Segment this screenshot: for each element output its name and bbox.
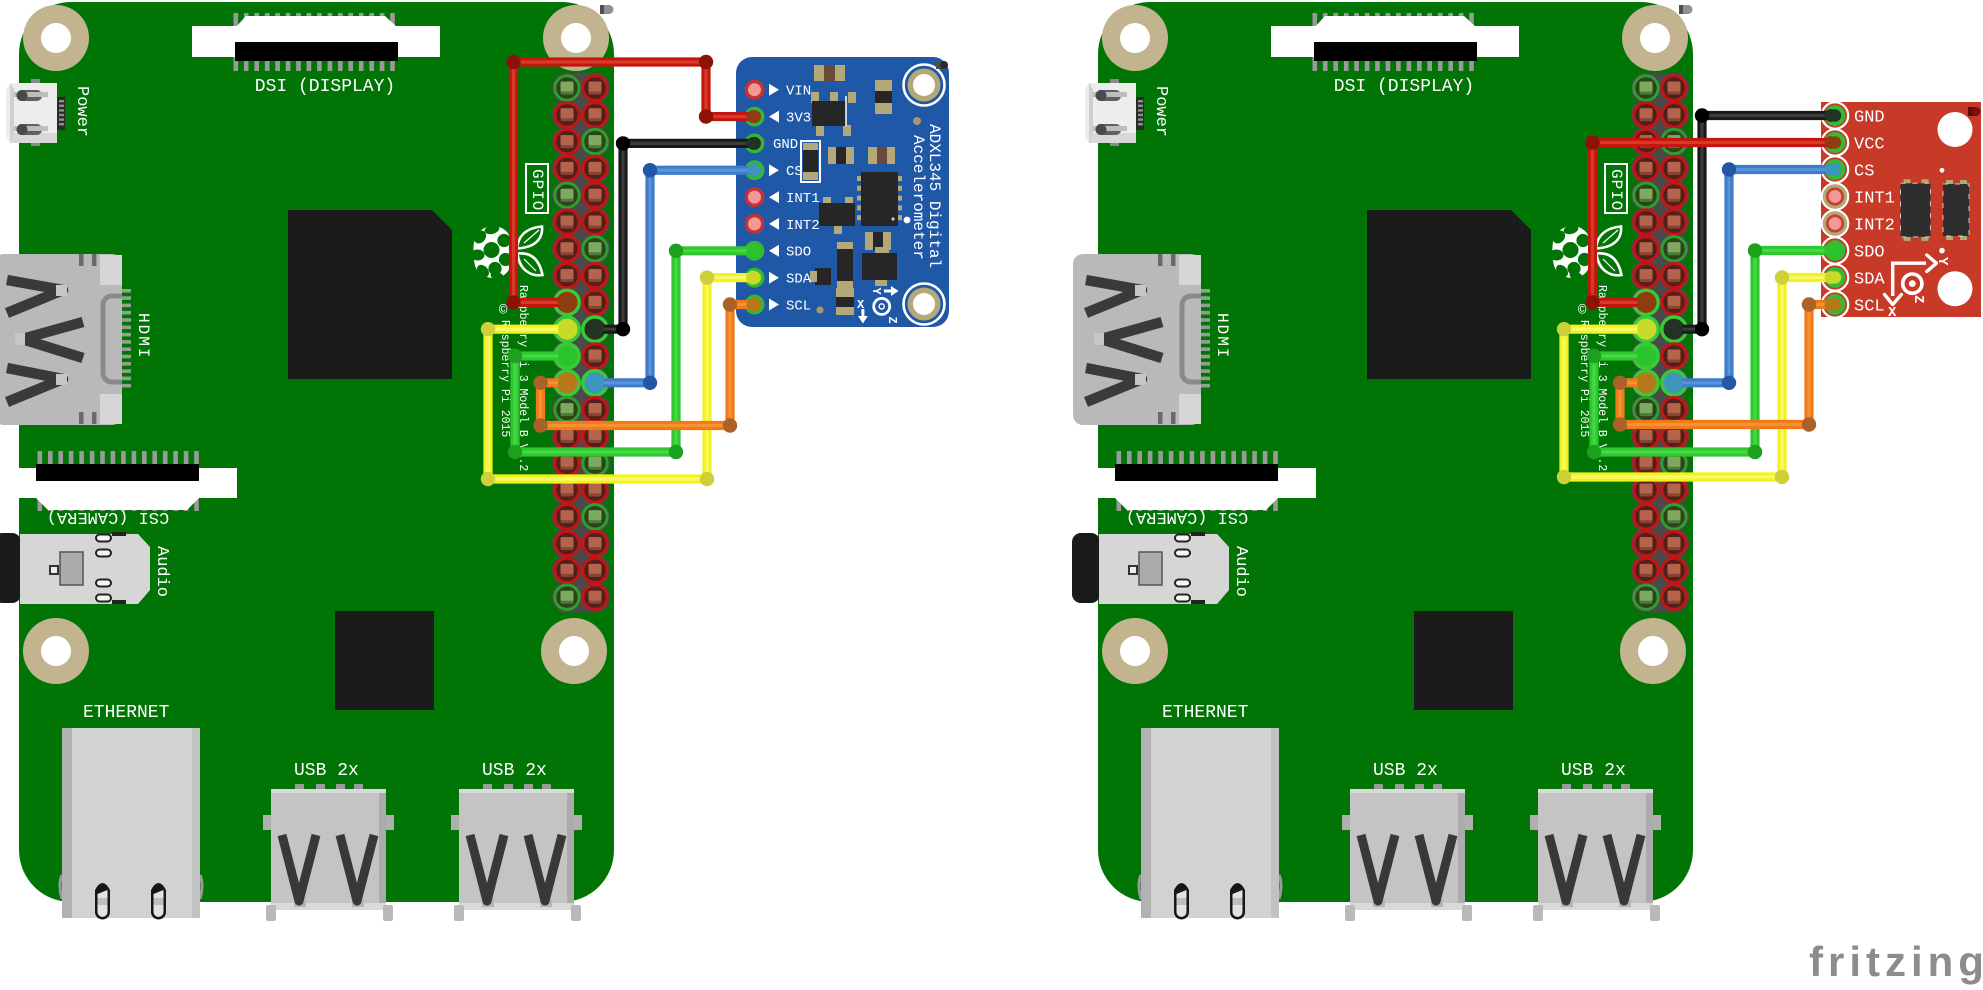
svg-text:INT1: INT1 bbox=[786, 191, 820, 207]
svg-text:SDA: SDA bbox=[786, 272, 812, 288]
svg-text:Accelerometer: Accelerometer bbox=[909, 135, 927, 260]
svg-text:3V3: 3V3 bbox=[786, 110, 811, 126]
svg-text:SCL: SCL bbox=[786, 298, 811, 314]
svg-text:SDO: SDO bbox=[1854, 244, 1885, 263]
svg-text:INT2: INT2 bbox=[1854, 217, 1895, 236]
svg-text:Z: Z bbox=[885, 317, 899, 324]
svg-text:CS: CS bbox=[786, 164, 803, 180]
svg-text:CS: CS bbox=[1854, 163, 1874, 182]
svg-text:SDO: SDO bbox=[786, 245, 811, 261]
svg-text:X: X bbox=[857, 298, 865, 312]
svg-text:Y: Y bbox=[1934, 257, 1950, 266]
svg-text:VCC: VCC bbox=[1854, 136, 1885, 155]
svg-text:INT1: INT1 bbox=[1854, 190, 1895, 209]
svg-text:fritzing: fritzing bbox=[1809, 938, 1983, 985]
svg-text:GND: GND bbox=[1854, 109, 1885, 128]
svg-text:INT2: INT2 bbox=[786, 218, 820, 234]
svg-text:ADXL345 Digital: ADXL345 Digital bbox=[925, 124, 943, 268]
svg-text:Z: Z bbox=[1910, 295, 1926, 303]
svg-text:SCL: SCL bbox=[1854, 298, 1885, 317]
svg-text:SDA: SDA bbox=[1854, 271, 1885, 290]
svg-text:X: X bbox=[1888, 305, 1897, 321]
svg-text:GND: GND bbox=[773, 137, 798, 153]
svg-text:VIN: VIN bbox=[786, 84, 811, 100]
svg-text:Y: Y bbox=[869, 288, 883, 296]
